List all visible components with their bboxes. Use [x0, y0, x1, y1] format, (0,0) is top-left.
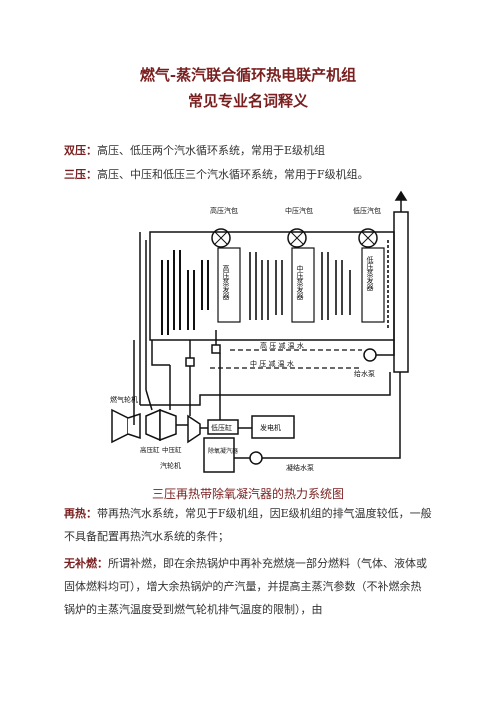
lp-evaporator — [361, 247, 385, 323]
definition-triple-pressure: 三压：高压、中压和低压三个汽水循环系统，常用于F级机组。 — [64, 166, 369, 182]
lp-tubes — [321, 252, 351, 320]
left-branch — [151, 340, 170, 366]
ip-tubes — [249, 252, 283, 320]
hp-superheater-tubes — [161, 250, 209, 335]
ip-evaporator-label: 中压蒸发器 — [296, 264, 304, 301]
steam-turbine-label: 汽轮机 — [160, 461, 181, 470]
lp-drum-label: 低压汽包 — [353, 206, 381, 215]
lp-evaporator-label: 低压蒸发器 — [366, 255, 374, 292]
definition-text: 高压、低压两个汽水循环系统，常用于E级机组 — [97, 144, 326, 157]
no-supplementary-paragraph: 无补燃：所谓补燃，即在余热锅炉中再补充燃烧一部分燃料（气体、液体或固体燃料均可）… — [64, 552, 432, 621]
hp-evaporator-label: 高压蒸发器 — [222, 264, 230, 301]
reheat-term: 再热： — [64, 507, 97, 520]
diagram-caption: 三压再热带除氧凝汽器的热力系统图 — [151, 487, 344, 501]
ip-evaporator — [291, 247, 315, 323]
hp-drum-label: 高压汽包 — [210, 206, 238, 215]
feed-line — [376, 340, 395, 356]
definition-term: 三压： — [64, 168, 97, 181]
hp-cylinder — [145, 408, 161, 442]
hp-desuperheat-label: 高 压 减 温 水 — [260, 341, 304, 350]
deaerator-condenser — [203, 437, 235, 473]
return-line — [140, 372, 391, 406]
ip-cylinder-label: 中压缸 — [162, 445, 182, 454]
gas-turbine-compressor — [111, 408, 129, 444]
deaerator-label: 除氧凝汽器 — [208, 447, 238, 455]
reheat-text: 带再热汽水系统，常见于F级机组，因E级机组的排气温度较低，一般不具备配置再热汽水… — [64, 507, 432, 543]
no-supplementary-term: 无补燃： — [64, 557, 108, 570]
reheat-paragraph: 再热：带再热汽水系统，常见于F级机组，因E级机组的排气温度较低，一般不具备配置再… — [64, 502, 432, 548]
lp-drum-symbol — [361, 231, 375, 245]
feed-pump-label: 给水泵 — [354, 369, 375, 378]
control-valve-2 — [211, 344, 221, 354]
document-title: 燃气-蒸汽联合循环热电联产机组 — [139, 66, 357, 84]
generator-label: 发电机 — [260, 423, 281, 432]
steam-lines — [133, 353, 221, 425]
ip-cylinder — [159, 408, 177, 442]
feed-pump — [363, 348, 377, 362]
hp-evaporator — [217, 247, 241, 323]
lp-drum — [358, 228, 378, 248]
hp-drum-symbol — [214, 231, 228, 245]
condensate-pump-label: 凝结水泵 — [286, 463, 314, 472]
condensate-line — [234, 372, 401, 459]
definition-term: 双压： — [64, 144, 97, 157]
control-valve — [185, 357, 195, 367]
no-supplementary-text: 所谓补燃，即在余热锅炉中再补充燃烧一部分燃料（气体、液体或固体燃料均可），增大余… — [64, 557, 427, 616]
ip-drum-symbol — [290, 231, 304, 245]
definition-dual-pressure: 双压：高压、低压两个汽水循环系统，常用于E级机组 — [64, 142, 325, 158]
ip-drum — [287, 228, 307, 248]
generator — [251, 415, 295, 439]
stack-arrow-icon — [394, 190, 408, 201]
document-subtitle: 常见专业名词释义 — [187, 92, 308, 110]
ip-drum-label: 中压汽包 — [285, 206, 313, 215]
definition-text: 高压、中压和低压三个汽水循环系统，常用于F级机组。 — [97, 168, 369, 181]
left-piping — [133, 232, 147, 405]
hp-cylinder-label: 高压缸 — [140, 445, 160, 454]
thermal-system-diagram: 高压汽包 中压汽包 低压汽包 高压蒸发器 中压蒸发器 低压蒸发器 高 压 减 温… — [110, 190, 409, 473]
lp-cylinder — [207, 419, 239, 435]
hp-drum — [211, 228, 231, 248]
condensate-pump — [249, 451, 263, 465]
lp-cylinder-label: 低压缸 — [211, 423, 232, 432]
shaft — [176, 424, 252, 429]
valve-lines — [189, 330, 217, 358]
ip-desuperheat-label: 中 压 减 温 水 — [250, 359, 294, 368]
exhaust-stack — [393, 211, 409, 373]
lp-turbine — [187, 414, 201, 444]
gas-turbine-label: 燃气轮机 — [110, 395, 138, 404]
hrsg-frame — [149, 231, 395, 341]
